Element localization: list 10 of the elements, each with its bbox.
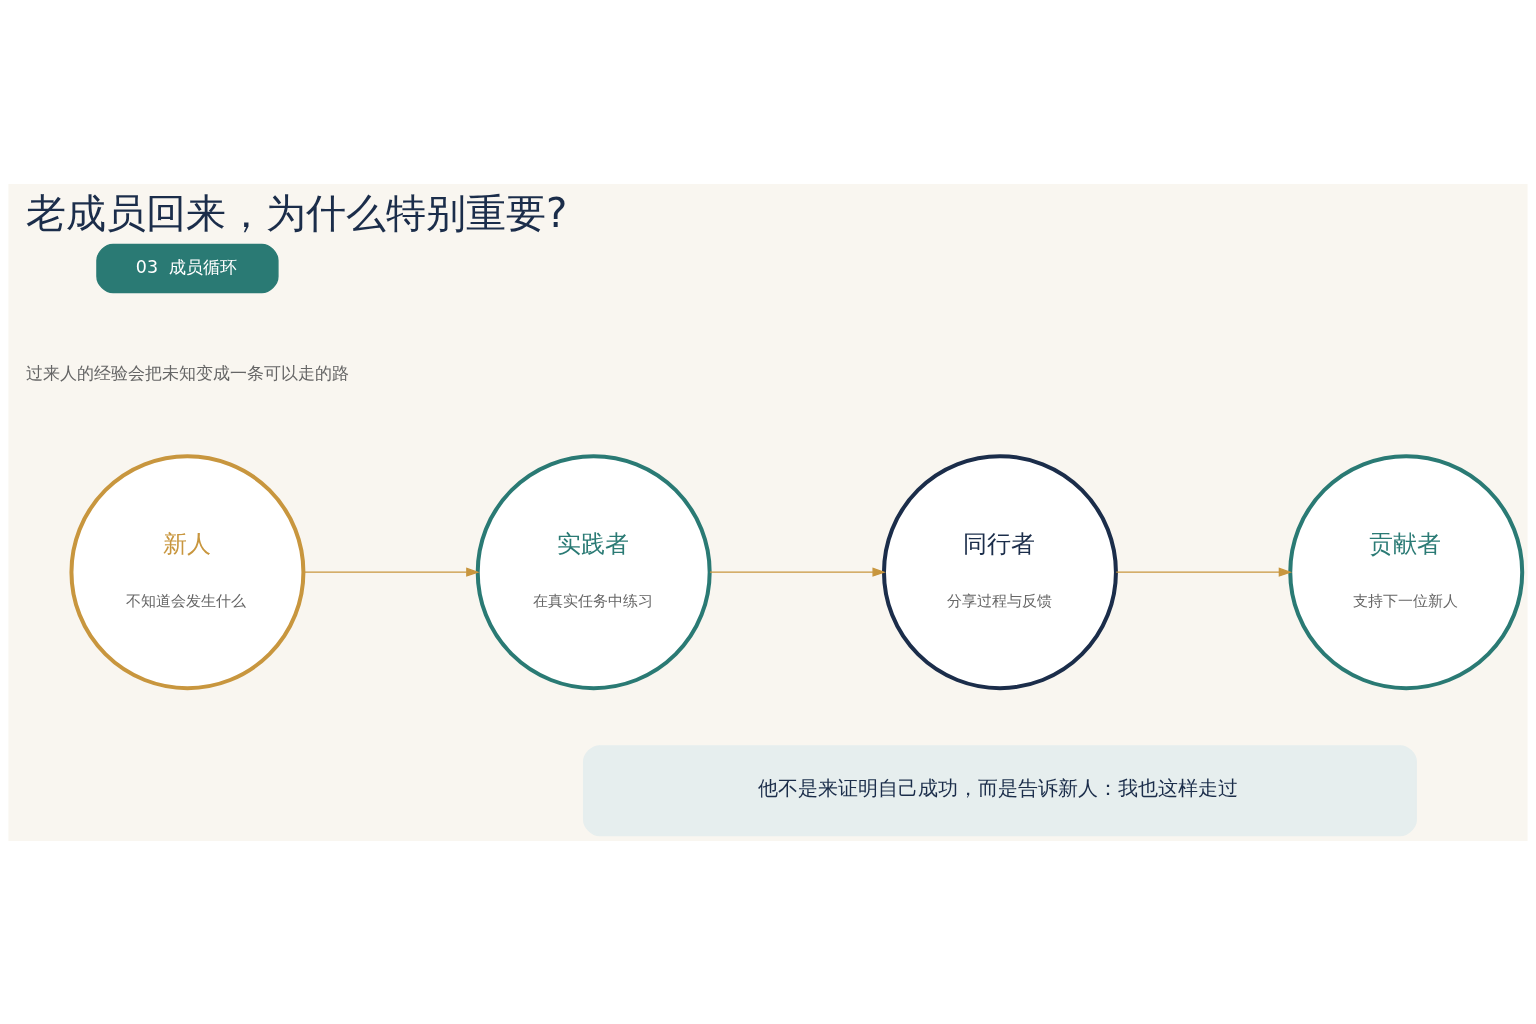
- node-circle: 同行者 分享过程与反馈: [881, 453, 1118, 690]
- arrow: [303, 566, 480, 577]
- diagram-title: 老成员回来，为什么特别重要?: [26, 189, 568, 236]
- arrow: [1115, 566, 1293, 577]
- node-circle: 贡献者 支持下一位新人: [1288, 453, 1525, 690]
- arrow: [709, 566, 886, 577]
- label: 过来人的经验会把未知变成一条可以走的路: [25, 362, 349, 383]
- node-circle: 新人 不知道会发生什么: [69, 453, 306, 690]
- node-box: 03 成员循环: [96, 243, 279, 293]
- node-circle: 实践者 在真实任务中练习: [475, 453, 712, 690]
